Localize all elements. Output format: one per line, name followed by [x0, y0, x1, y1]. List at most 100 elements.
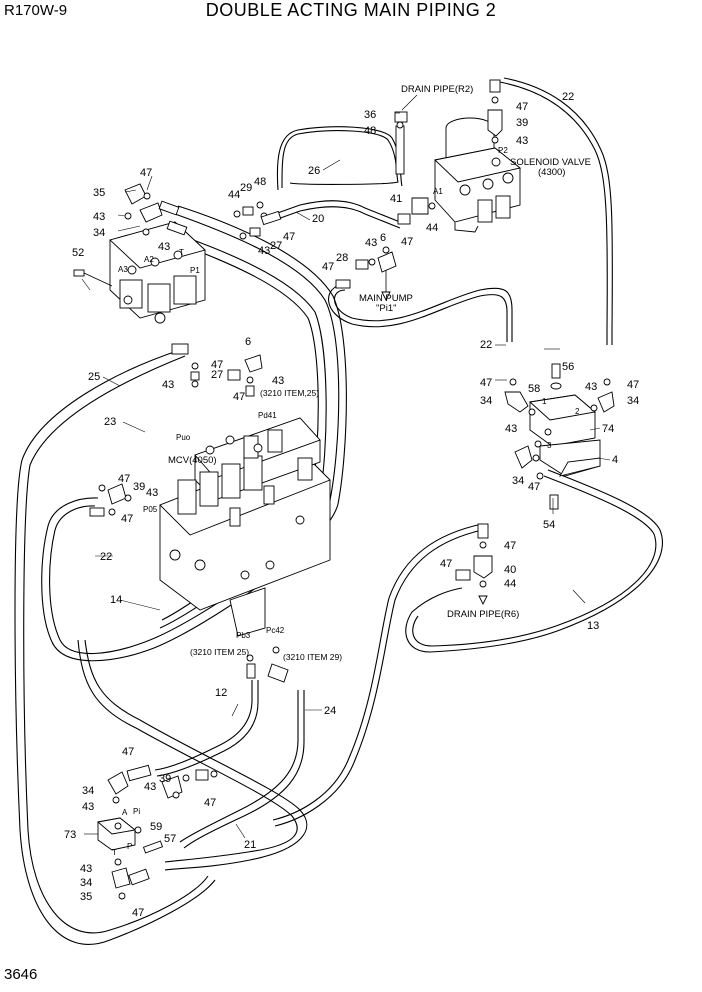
ref-3210-item-29: (3210 ITEM 29)	[283, 652, 342, 662]
callout: 47	[440, 558, 452, 570]
callout: 21	[244, 839, 256, 851]
callout: 43	[93, 211, 105, 223]
port-t: T	[179, 248, 184, 257]
callout: 52	[72, 247, 84, 259]
main-pump-tee	[335, 246, 397, 302]
callout: 58	[528, 383, 540, 395]
callout: 59	[150, 821, 162, 833]
pipe-drain-r6	[274, 529, 483, 827]
callout: 36	[364, 109, 376, 121]
fittings-upper-left	[124, 183, 282, 240]
callout: 23	[104, 416, 116, 428]
ref-3210-item-25-upper: (3210 ITEM,25)	[260, 388, 319, 398]
port-a: A	[122, 808, 128, 817]
callout: 47	[283, 231, 295, 243]
callout: 43	[505, 423, 517, 435]
callout: 47	[528, 481, 540, 493]
callout: 22	[480, 339, 492, 351]
callout: 43	[158, 241, 170, 253]
callout: 27	[211, 369, 223, 381]
callout: 39	[133, 481, 145, 493]
port-3: 3	[547, 441, 552, 450]
pipe-22-upper	[499, 81, 608, 345]
callout: 47	[516, 101, 528, 113]
callout: 24	[324, 705, 336, 717]
solenoid-valve-code: (4300)	[538, 167, 565, 178]
callout: 34	[627, 395, 639, 407]
drain-pipe-r6-label: DRAIN PIPE(R6)	[447, 609, 519, 620]
pipe-22-pump-b	[328, 283, 508, 342]
pipe-24	[179, 690, 299, 843]
valve-block-upper-left	[109, 221, 206, 324]
callout: 29	[240, 182, 252, 194]
callout: 34	[82, 785, 94, 797]
fittings-mcv	[89, 343, 289, 683]
callout: 47	[401, 236, 413, 248]
callout: 48	[254, 176, 266, 188]
callout: 35	[93, 187, 105, 199]
callout: 40	[504, 564, 516, 576]
pipe-26	[281, 130, 399, 189]
port-pi: Pi	[133, 807, 140, 816]
main-pump-label: MAIN PUMP	[359, 293, 413, 304]
port-pb3: Pb3	[236, 631, 251, 640]
pipe-21-b	[77, 639, 298, 863]
callout: 12	[215, 687, 227, 699]
model-code: R170W-9	[4, 2, 68, 19]
pipe-23	[23, 355, 209, 934]
callout-group: 47 35 43 34 43 44 29 48 43 27 47 52 36 4…	[64, 91, 639, 919]
callout: 14	[110, 594, 122, 606]
pipe-22-upper-b	[503, 77, 613, 345]
callout: 13	[587, 620, 599, 632]
port-a2: A2	[144, 255, 154, 264]
callout: 47	[211, 359, 223, 371]
callout: 47	[204, 797, 216, 809]
callout: 43	[144, 781, 156, 793]
callout: 47	[132, 907, 144, 919]
callout: 56	[562, 361, 574, 373]
pipe-13-b	[412, 475, 657, 647]
callout: 20	[312, 213, 324, 225]
pipe-24-b	[183, 690, 305, 849]
callout: 34	[80, 877, 92, 889]
callout: 43	[146, 487, 158, 499]
callout: 47	[121, 513, 133, 525]
solenoid-valve-label: SOLENOID VALVE	[510, 157, 591, 168]
callout: 47	[322, 261, 334, 273]
callout: 28	[336, 252, 348, 264]
callout: 47	[480, 377, 492, 389]
mcv-label: MCV(4050)	[168, 455, 217, 466]
valve-73	[96, 817, 137, 851]
port-pd41: Pd41	[258, 411, 277, 420]
callout: 43	[162, 379, 174, 391]
pipe-drain-r6-b	[272, 523, 483, 821]
pipe-14-b	[41, 205, 347, 662]
pipe-20-b	[271, 206, 401, 229]
callout: 43	[365, 237, 377, 249]
drain-r6-tee	[455, 523, 493, 606]
pipe-20	[271, 200, 401, 223]
port-puo: Puo	[176, 433, 191, 442]
callout: 25	[88, 371, 100, 383]
callout: 54	[543, 519, 555, 531]
drain-pipe-r2-label: DRAIN PIPE(R2)	[401, 84, 473, 95]
port-t-lower: T	[112, 848, 117, 857]
callout: 27	[270, 240, 282, 252]
callout: 6	[380, 232, 386, 244]
pipe-13	[405, 469, 663, 653]
port-a1: A1	[433, 187, 443, 196]
port-a3: A3	[118, 265, 128, 274]
callout: 74	[602, 423, 614, 435]
leader-lines	[81, 94, 611, 839]
callout: 44	[426, 222, 438, 234]
callout: 47	[504, 540, 516, 552]
port-p2: P2	[498, 146, 508, 155]
callout: 22	[100, 551, 112, 563]
callout: 43	[258, 245, 270, 257]
solenoid-valve-4300	[434, 117, 522, 233]
bracket-4	[539, 439, 601, 477]
callout: 22	[562, 91, 574, 103]
callout: 47	[140, 167, 152, 179]
callout: 35	[80, 891, 92, 903]
